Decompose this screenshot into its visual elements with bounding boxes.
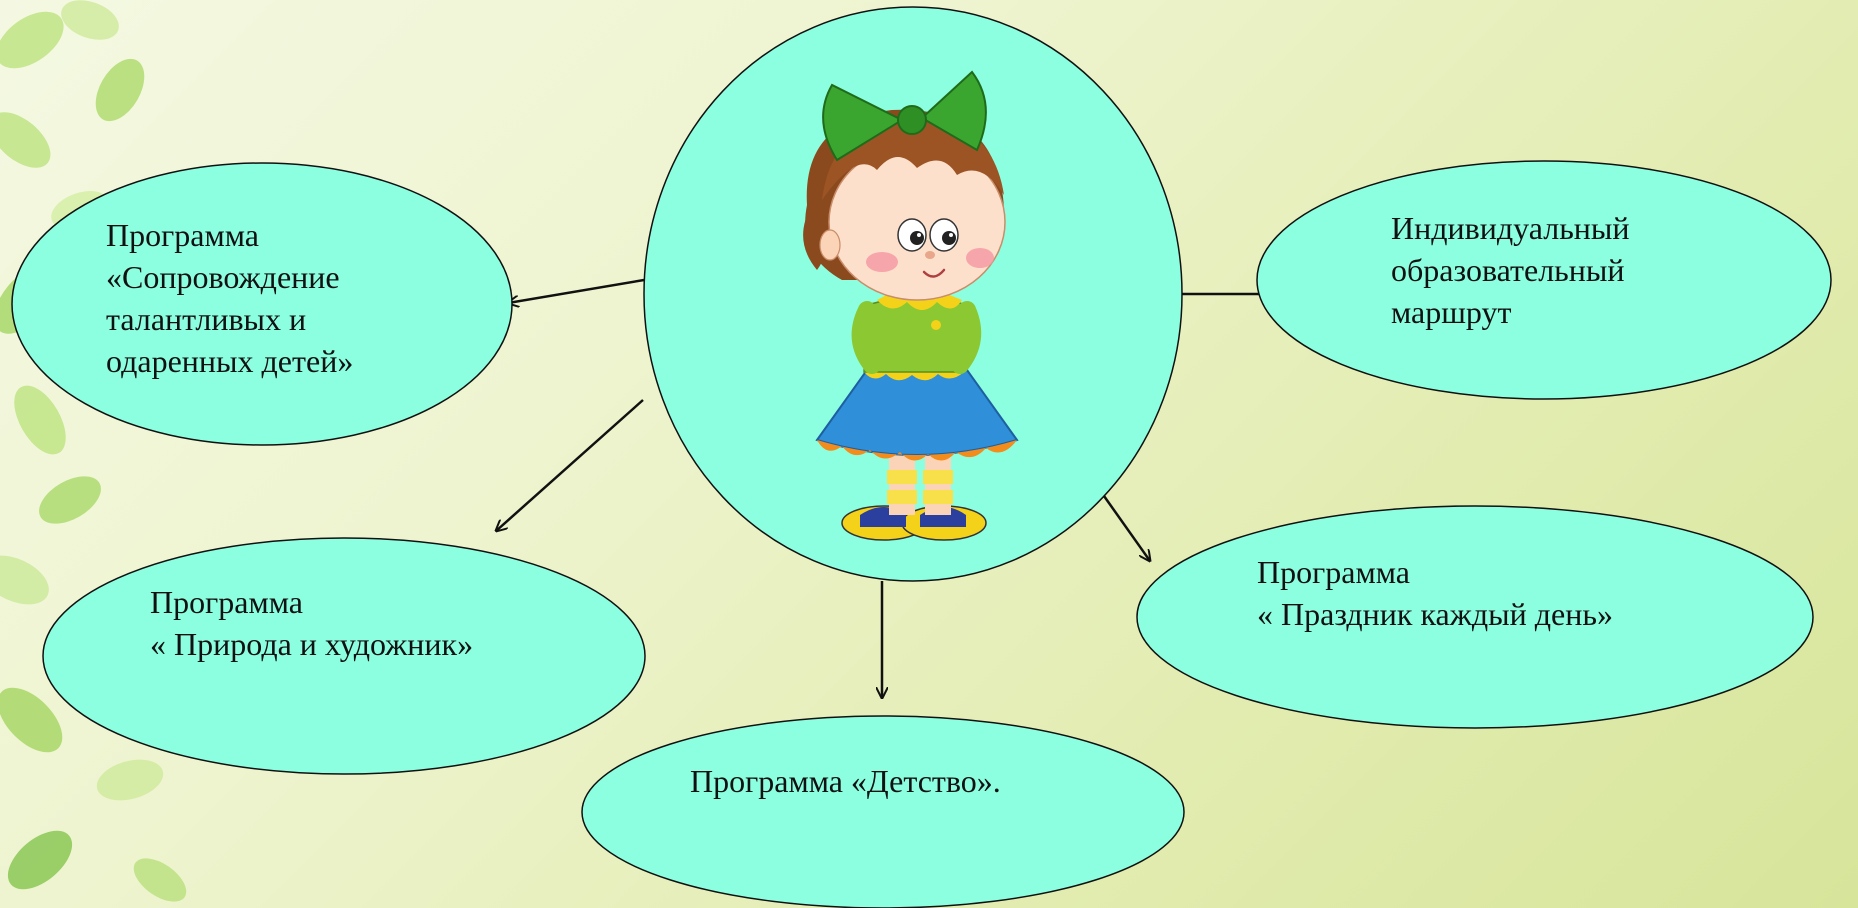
node-talented-line-3: талантливых и xyxy=(106,301,307,337)
node-route-text: Индивидуальный образовательный маршрут xyxy=(1391,207,1630,333)
node-childhood-line-1: Программа «Детство». xyxy=(690,763,1001,799)
node-talented-text: Программа «Сопровождение талантливых и о… xyxy=(106,214,353,382)
arrow-to-holiday xyxy=(1102,495,1150,561)
node-talented xyxy=(11,162,513,446)
arrow-to-nature xyxy=(496,399,644,531)
node-route-line-2: образовательный xyxy=(1391,252,1625,288)
node-holiday-text: Программа « Праздник каждый день» xyxy=(1257,551,1613,635)
node-route-line-3: маршрут xyxy=(1391,294,1512,330)
node-holiday-line-2: « Праздник каждый день» xyxy=(1257,596,1613,632)
node-route xyxy=(1256,160,1832,400)
node-childhood xyxy=(581,715,1185,908)
node-childhood-text: Программа «Детство». xyxy=(690,760,1001,802)
node-nature-line-1: Программа xyxy=(150,584,303,620)
node-talented-line-4: одаренных детей» xyxy=(106,343,354,379)
node-nature-line-2: « Природа и художник» xyxy=(150,626,474,662)
node-talented-line-1: Программа xyxy=(106,217,259,253)
arrow-to-talented xyxy=(508,278,645,303)
node-nature xyxy=(42,537,646,775)
cartoon-girl-illustration xyxy=(803,70,1019,541)
node-talented-line-2: «Сопровождение xyxy=(106,259,340,295)
node-route-line-1: Индивидуальный xyxy=(1391,210,1630,246)
node-nature-text: Программа « Природа и художник» xyxy=(150,581,473,665)
node-holiday-line-1: Программа xyxy=(1257,554,1410,590)
node-holiday xyxy=(1136,505,1814,729)
